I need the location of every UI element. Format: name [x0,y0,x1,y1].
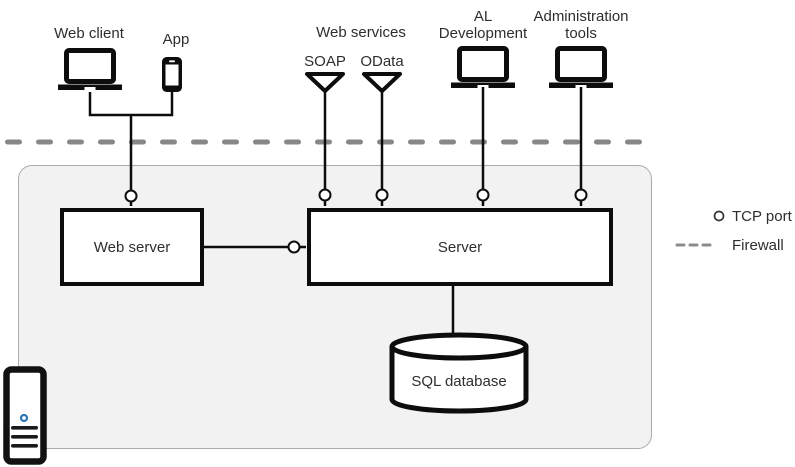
client-connector-line [88,92,174,206]
administration-tools-label-line2: tools [565,25,597,42]
tcp-port-icon [124,189,138,203]
web-client-label: Web client [54,25,124,42]
tcp-port-icon [574,188,588,202]
server-label: Server [437,238,483,256]
al-development-laptop-icon [451,46,515,90]
legend-tcp-port-label: TCP port [732,208,792,225]
web-client-laptop-icon [58,48,122,92]
administration-tools-label: Administration tools [521,8,641,42]
server-tower-icon [3,366,47,465]
administration-tools-label-line1: Administration [533,8,629,25]
web-server-box: Web server [60,208,204,286]
server-box: Server [307,208,613,286]
soap-label: SOAP [304,53,346,70]
odata-label: OData [360,53,404,70]
al-development-label-line1: AL [473,8,493,25]
sql-database-label: SQL database [411,373,507,390]
web-services-label: Web services [316,24,406,41]
tcp-port-icon [287,240,301,254]
sql-database-cylinder-icon [389,332,529,414]
tcp-port-icon [375,188,389,202]
app-smartphone-icon [162,57,182,92]
web-server-label: Web server [93,238,171,256]
al-development-label: AL Development [423,8,543,42]
al-development-label-line2: Development [438,25,528,42]
tcp-port-icon [318,188,332,202]
administration-laptop-icon [549,46,613,90]
odata-funnel-icon [362,72,402,93]
legend-tcp-port-icon [713,210,725,222]
legend-firewall-label: Firewall [732,237,784,254]
soap-funnel-icon [305,72,345,93]
app-label: App [162,31,190,48]
tcp-port-icon [476,188,490,202]
